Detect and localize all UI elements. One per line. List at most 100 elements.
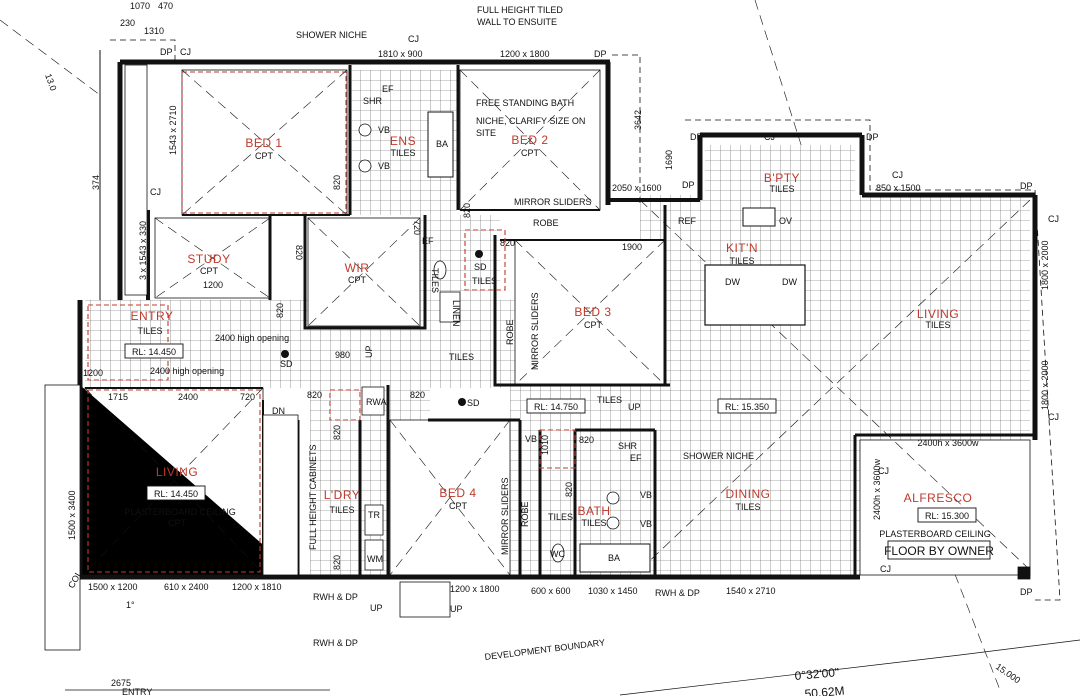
rl-living: RL: 14.450	[154, 489, 198, 499]
level-tags: RL: 14.450 RL: 14.450 RL: 14.750 RL: 15.…	[132, 347, 969, 521]
note-mirror-sliders-bed2: MIRROR SLIDERS	[514, 197, 592, 207]
note-niche-1: NICHE, CLARIFY SIZE ON	[476, 116, 585, 126]
kitchen-island	[704, 264, 806, 326]
bath-tub-main	[579, 543, 651, 573]
label-tiles-ens-wc: TILES	[430, 268, 440, 293]
dim-right-top: 1800 x 2000	[1040, 240, 1050, 290]
label-dp-1: DP	[160, 47, 173, 57]
front-porch	[44, 384, 81, 651]
label-tiles-hall-3: TILES	[597, 395, 622, 405]
dim-b1: 1500 x 1200	[88, 582, 138, 592]
front-steps	[399, 581, 451, 618]
dim-820-10: 820	[564, 482, 574, 497]
note-niche-2: SITE	[476, 128, 496, 138]
rl-hall: RL: 14.750	[534, 402, 578, 412]
dim-2400: 2400	[178, 392, 198, 402]
room-bed3-floor: CPT	[584, 320, 603, 330]
dim-2675: 2675	[111, 678, 131, 688]
label-dw-2: DW	[782, 277, 797, 287]
dim-kit-window: 2050 x 1600	[612, 183, 662, 193]
label-cj-3: CJ	[150, 187, 161, 197]
room-bath: BATH	[577, 504, 610, 518]
note-free-bath: FREE STANDING BATH	[476, 98, 574, 108]
label-cj-bottom: CJ	[880, 564, 891, 574]
label-vb-2: VB	[378, 161, 390, 171]
dim-1900: 1900	[622, 242, 642, 252]
dim-1010: 1010	[540, 435, 550, 455]
label-robe-bed4: ROBE	[520, 501, 530, 527]
corner-post	[1017, 566, 1031, 580]
dim-alf-side: 2400h x 3600w	[872, 458, 882, 520]
room-bed3: BED 3	[574, 305, 611, 319]
dim-1690: 1690	[664, 150, 674, 170]
room-entry-floor: TILES	[137, 326, 162, 336]
dim-1310: 1310	[144, 26, 164, 36]
note-lot-length: 50.62M	[804, 684, 845, 696]
note-plaster-ceiling-living: PLASTERBOARD CEILING	[124, 507, 236, 517]
label-dp-kit-3: DP	[866, 132, 879, 142]
label-up-1: UP	[628, 402, 641, 412]
dim-3x1543: 3 x 1543 x 330	[138, 221, 148, 280]
dim-720-living: 720	[240, 392, 255, 402]
basin-2	[358, 159, 372, 173]
note-alf-opening: 2400h x 3600w	[917, 438, 979, 448]
dim-820-2: 820	[294, 245, 304, 260]
dim-1070: 1070	[130, 1, 150, 11]
dim-bed2-window: 1200 x 1800	[500, 49, 550, 59]
dim-right-bottom: 1800 x 2000	[1040, 360, 1050, 410]
label-sd-2: SD	[280, 359, 293, 369]
note-robe-bed2: ROBE	[533, 218, 559, 228]
stairs	[262, 414, 299, 576]
label-deg: 1°	[126, 600, 135, 610]
room-bpty: B'PTY	[764, 171, 800, 185]
label-ef-wc: EF	[422, 236, 434, 246]
label-tiles-hall-1: TILES	[472, 276, 497, 286]
label-vb-bath-1: VB	[640, 490, 652, 500]
label-sd-3: SD	[467, 398, 480, 408]
label-dp-kit-1: DP	[682, 180, 695, 190]
note-full-height-1: FULL HEIGHT TILED	[477, 5, 563, 15]
label-cj-kit: CJ	[764, 132, 775, 142]
dim-980: 980	[335, 350, 350, 360]
room-alfresco: ALFRESCO	[904, 491, 973, 505]
room-wir-floor: CPT	[348, 275, 367, 285]
wm-box	[364, 539, 384, 571]
label-vb-1: VB	[378, 125, 390, 135]
note-opening-2: 2400 high opening	[150, 366, 224, 376]
label-dn: DN	[272, 406, 285, 416]
rl-entry: RL: 14.450	[132, 347, 176, 357]
external-walls	[77, 50, 1038, 580]
note-living-floor: CPT	[168, 518, 187, 528]
label-dp-kit-2: DP	[690, 132, 703, 142]
room-bed4-floor: CPT	[449, 501, 468, 511]
room-wir: WIR	[345, 261, 370, 275]
basin-3	[606, 491, 620, 505]
label-rwa: RWA	[366, 397, 387, 407]
room-living-right-floor: TILES	[925, 320, 950, 330]
dim-820-1: 820	[332, 175, 342, 190]
note-plaster-ceiling-alf: PLASTERBOARD CEILING	[879, 529, 991, 539]
room-bed2-floor: CPT	[521, 148, 540, 158]
label-rwh-2: RWH & DP	[655, 588, 700, 598]
bath-tub-ens	[427, 111, 454, 178]
ceiling-outlines	[87, 71, 576, 573]
dim-b6: 1030 x 1450	[588, 586, 638, 596]
label-shr-ens: SHR	[363, 96, 383, 106]
tub-tr	[364, 504, 384, 536]
rl-alfresco: RL: 15.300	[925, 511, 969, 521]
label-cj-right-3: CJ	[1048, 412, 1059, 422]
toilet-bath	[551, 543, 565, 563]
label-linen: LINEN	[451, 300, 461, 327]
note-full-height-2: WALL TO ENSUITE	[477, 17, 557, 27]
note-shower-niche: SHOWER NICHE	[296, 30, 367, 40]
room-bed1-floor: CPT	[255, 151, 274, 161]
room-bed2: BED 2	[511, 133, 548, 147]
room-labels: BED 1 CPT ENS TILES BED 2 CPT STUDY CPT …	[131, 133, 973, 528]
note-shower-niche-2: SHOWER NICHE	[683, 451, 754, 461]
rl-box-alf	[917, 507, 977, 523]
label-cj-right: CJ	[892, 170, 903, 180]
label-tiles-hall-2: TILES	[449, 352, 474, 362]
label-ba-ens: BA	[436, 139, 448, 149]
dim-374: 374	[91, 175, 101, 190]
